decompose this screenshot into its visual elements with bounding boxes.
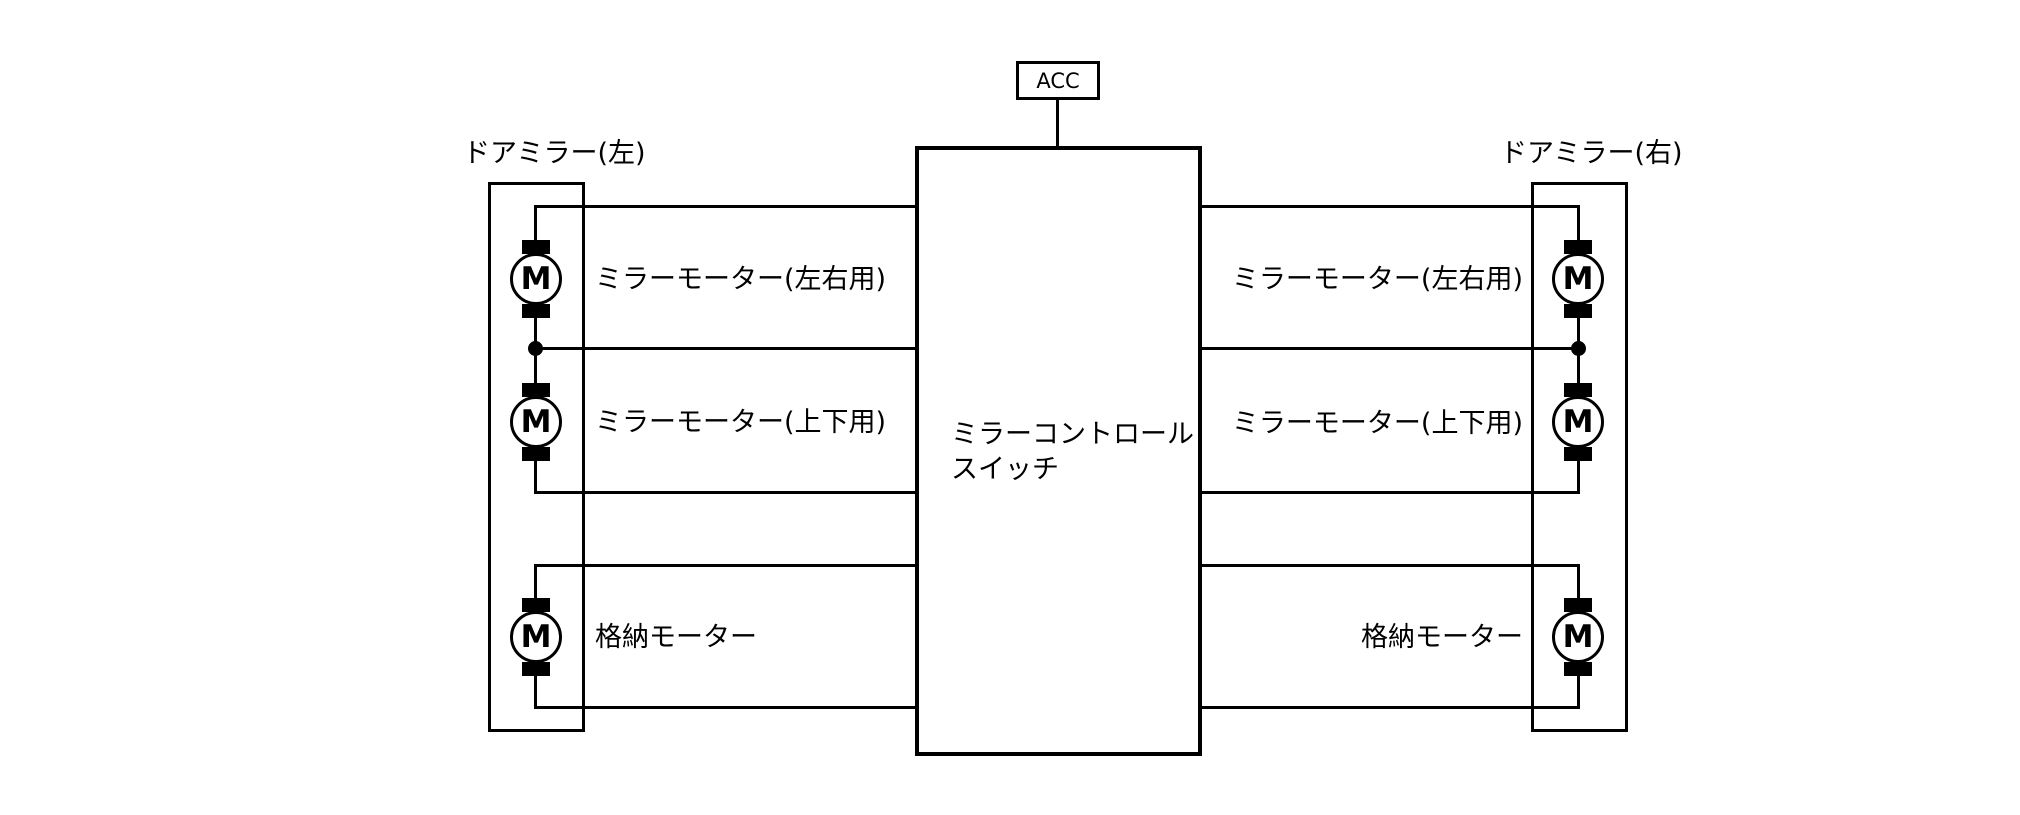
motor-brush-icon bbox=[522, 383, 550, 397]
motor-label-right-ud: ミラーモーター(上下用) bbox=[1231, 408, 1523, 439]
motor-brush-icon bbox=[1564, 598, 1592, 612]
motor-m-glyph: M bbox=[1562, 261, 1594, 297]
motor-m-glyph: M bbox=[520, 261, 552, 297]
mirror-control-switch-box bbox=[915, 146, 1202, 756]
motor-brush-icon bbox=[1564, 447, 1592, 461]
motor-circle-icon: M bbox=[510, 396, 562, 448]
acc-label: ACC bbox=[1036, 68, 1080, 93]
motor-circle-icon: M bbox=[510, 253, 562, 305]
mirror-control-switch-label-line2: スイッチ bbox=[951, 454, 1059, 485]
motor-brush-icon bbox=[1564, 383, 1592, 397]
acc-feed-wire bbox=[1056, 100, 1059, 146]
wire-left-row1 bbox=[535, 205, 916, 208]
junction-dot-left bbox=[528, 341, 543, 356]
wire-right-row3 bbox=[1200, 491, 1580, 494]
motor-symbol-left-ud: M bbox=[510, 383, 562, 461]
mirror-control-switch-label-line1: ミラーコントロール bbox=[951, 419, 1194, 450]
motor-circle-icon: M bbox=[1552, 253, 1604, 305]
wire-left-motor3-top bbox=[534, 564, 537, 600]
motor-symbol-right-lr: M bbox=[1552, 240, 1604, 318]
motor-label-left-ud: ミラーモーター(上下用) bbox=[595, 407, 887, 438]
motor-symbol-left-retract: M bbox=[510, 598, 562, 676]
wire-left-motor1-top bbox=[534, 205, 537, 242]
motor-circle-icon: M bbox=[1552, 611, 1604, 663]
wire-left-row2 bbox=[535, 347, 916, 350]
motor-circle-icon: M bbox=[1552, 396, 1604, 448]
wire-right-row2 bbox=[1200, 347, 1580, 350]
wire-left-row3 bbox=[535, 491, 916, 494]
motor-circle-icon: M bbox=[510, 611, 562, 663]
wire-right-motor3-top bbox=[1577, 564, 1580, 600]
motor-brush-icon bbox=[522, 447, 550, 461]
wire-right-row4 bbox=[1200, 564, 1580, 567]
motor-brush-icon bbox=[1564, 240, 1592, 254]
motor-label-left-lr: ミラーモーター(左右用) bbox=[595, 264, 887, 295]
wire-left-motor2-bottom bbox=[534, 459, 537, 494]
wire-right-row1 bbox=[1200, 205, 1580, 208]
door-mirror-right-title: ドアミラー(右) bbox=[1500, 138, 1683, 169]
motor-brush-icon bbox=[522, 598, 550, 612]
motor-m-glyph: M bbox=[520, 619, 552, 655]
motor-symbol-right-ud: M bbox=[1552, 383, 1604, 461]
wire-right-motor3-bottom bbox=[1577, 674, 1580, 709]
wire-right-motor1-top bbox=[1577, 205, 1580, 242]
motor-m-glyph: M bbox=[1562, 404, 1594, 440]
wire-left-row4 bbox=[535, 564, 916, 567]
motor-m-glyph: M bbox=[1562, 619, 1594, 655]
door-mirror-left-box bbox=[488, 182, 585, 732]
motor-brush-icon bbox=[522, 240, 550, 254]
wire-right-motor2-bottom bbox=[1577, 459, 1580, 494]
motor-symbol-left-lr: M bbox=[510, 240, 562, 318]
acc-box: ACC bbox=[1016, 61, 1100, 100]
motor-brush-icon bbox=[1564, 662, 1592, 676]
wire-left-motor3-bottom bbox=[534, 674, 537, 709]
motor-m-glyph: M bbox=[520, 404, 552, 440]
motor-brush-icon bbox=[522, 662, 550, 676]
junction-dot-right bbox=[1571, 341, 1586, 356]
motor-symbol-right-retract: M bbox=[1552, 598, 1604, 676]
motor-brush-icon bbox=[1564, 304, 1592, 318]
motor-brush-icon bbox=[522, 304, 550, 318]
door-mirror-right-box bbox=[1531, 182, 1628, 732]
motor-label-right-retract: 格納モーター bbox=[1361, 622, 1523, 653]
mirror-control-switch-label: ミラーコントロール スイッチ bbox=[951, 417, 1194, 487]
motor-label-right-lr: ミラーモーター(左右用) bbox=[1231, 264, 1523, 295]
wire-right-row5 bbox=[1200, 706, 1580, 709]
wire-left-row5 bbox=[535, 706, 916, 709]
motor-label-left-retract: 格納モーター bbox=[595, 622, 757, 653]
door-mirror-left-title: ドアミラー(左) bbox=[463, 138, 646, 169]
